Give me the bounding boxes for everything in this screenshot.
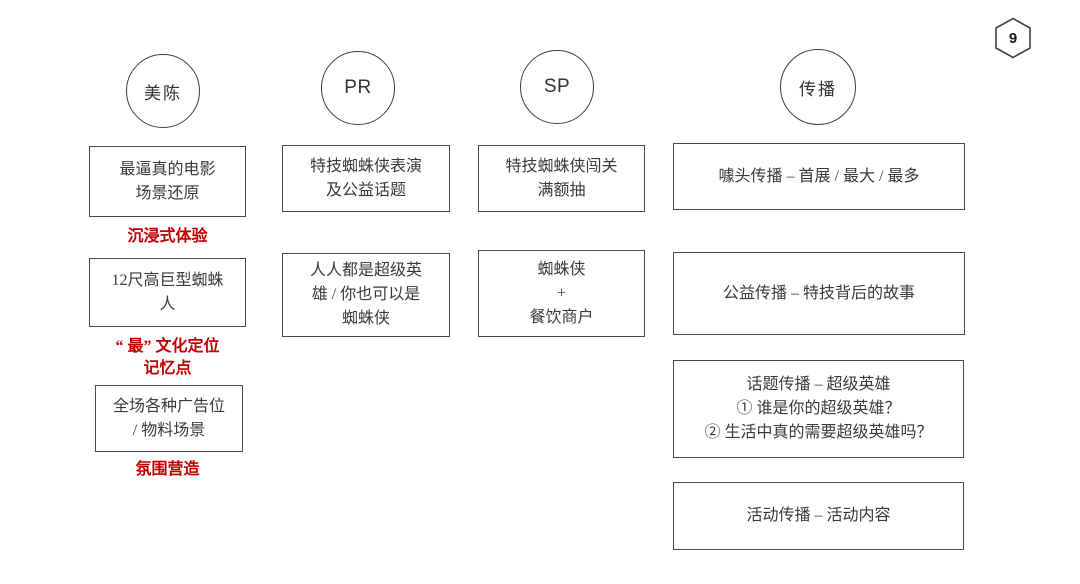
box-line: 人 [159,295,176,313]
box-line: 噱头传播 – 首展 / 最大 / 最多 [718,167,920,185]
box-line: ② 生活中真的需要超级英雄吗？ [704,424,933,441]
box-meichen-2: 12尺高巨型蜘蛛 人 [89,258,246,327]
circle-label: 美陈 [144,83,182,103]
box-chuanbo-3: 话题传播 – 超级英雄 ① 谁是你的超级英雄？ ② 生活中真的需要超级英雄吗？ [673,360,964,458]
column-header-circle-meichen: 美陈 [126,54,200,128]
box-line: ① 谁是你的超级英雄？ [736,400,901,417]
caption-line: 沉浸式体验 [127,228,208,245]
caption-atmosphere: 氛围营造 [89,459,246,481]
box-line: 蜘蛛侠 [537,260,586,278]
box-line: 雄 / 你也可以是 [311,286,421,303]
box-line: 特技蜘蛛侠闯关 [505,157,618,175]
circle-label: SP [543,76,571,97]
box-chuanbo-1: 噱头传播 – 首展 / 最大 / 最多 [673,143,965,210]
column-header-circle-chuanbo: 传播 [780,49,856,125]
column-header-circle-sp: SP [520,50,594,124]
box-line: 全场各种广告位 [112,397,225,415]
box-sp-1: 特技蜘蛛侠闯关 满额抽 [478,145,645,212]
box-line: 最逼真的电影 [119,160,216,178]
box-line: 公益传播 – 特技背后的故事 [722,284,915,302]
box-line: 12尺高巨型蜘蛛 [111,271,224,289]
caption-culture-positioning: “ 最” 文化定位 记忆点 [74,336,261,380]
circle-label: PR [344,77,372,98]
caption-immersive-experience: 沉浸式体验 [89,226,246,248]
hexagon-shape [995,17,1031,59]
page-number-badge: 9 [995,17,1031,59]
box-line: 满额抽 [537,181,586,199]
box-pr-1: 特技蜘蛛侠表演 及公益话题 [282,145,450,212]
caption-line: 氛围营造 [135,461,200,478]
box-meichen-3: 全场各种广告位 / 物料场景 [95,385,243,452]
box-sp-2: 蜘蛛侠 + 餐饮商户 [478,250,645,337]
box-line: 场景还原 [135,184,200,202]
box-line: 及公益话题 [325,181,406,199]
box-line: 话题传播 – 超级英雄 [746,376,891,393]
circle-label: 传播 [799,79,837,99]
box-line: 特技蜘蛛侠表演 [309,157,422,175]
box-pr-2: 人人都是超级英 雄 / 你也可以是 蜘蛛侠 [282,253,450,337]
box-chuanbo-2: 公益传播 – 特技背后的故事 [673,252,965,335]
box-line: 活动传播 – 活动内容 [746,507,891,524]
box-line: / 物料场景 [132,421,206,439]
box-chuanbo-4: 活动传播 – 活动内容 [673,482,964,550]
box-line: 人人都是超级英 [309,262,422,279]
page-number: 9 [1009,30,1017,47]
box-meichen-1: 最逼真的电影 场景还原 [89,146,246,217]
box-line: + [556,284,567,302]
caption-line: “ 最” 文化定位 [115,338,220,355]
box-line: 蜘蛛侠 [341,310,390,327]
box-line: 餐饮商户 [529,308,594,326]
caption-line: 记忆点 [143,360,192,377]
column-header-circle-pr: PR [321,51,395,125]
